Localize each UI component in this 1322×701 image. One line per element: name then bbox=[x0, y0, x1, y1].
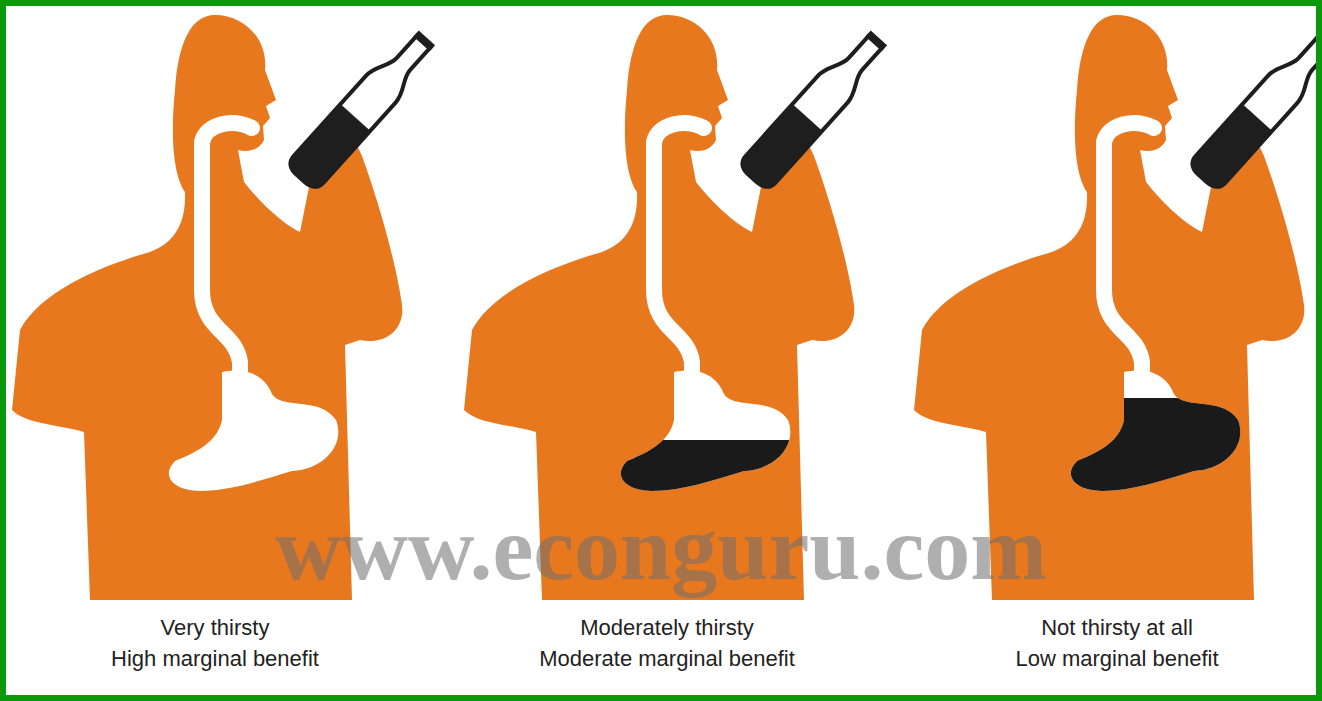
caption-line: Low marginal benefit bbox=[867, 645, 1322, 673]
caption-line: Very thirsty bbox=[0, 614, 465, 642]
watermark: www.econguru.com bbox=[161, 498, 1161, 598]
caption-line: Moderate marginal benefit bbox=[417, 645, 917, 673]
caption-line: High marginal benefit bbox=[0, 645, 465, 673]
caption-line: Moderately thirsty bbox=[417, 614, 917, 642]
caption-line: Not thirsty at all bbox=[867, 614, 1322, 642]
